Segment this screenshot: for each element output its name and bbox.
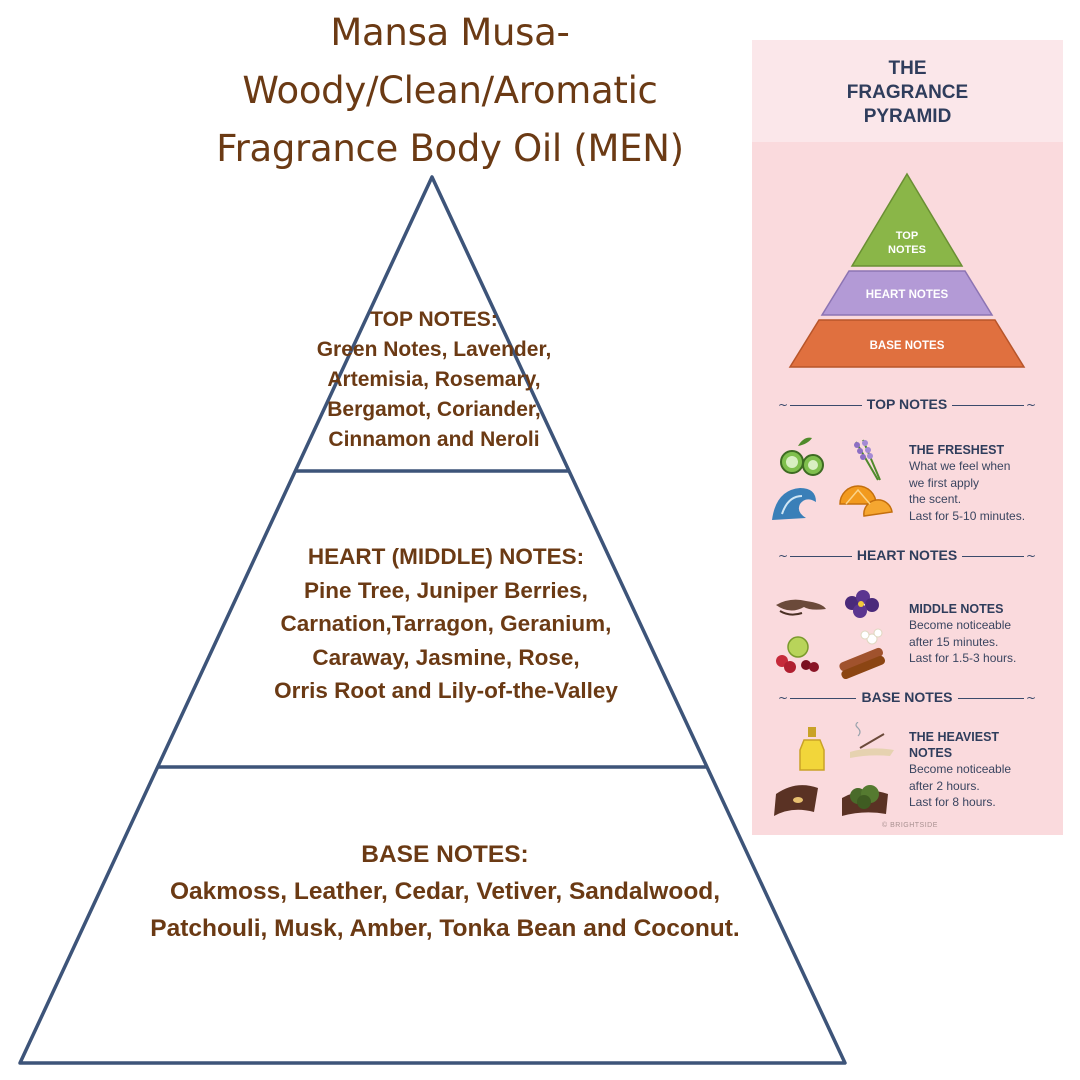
divider-heart-notes: ~ ~ HEART NOTES: [778, 547, 1036, 563]
title-line-2: Woody/Clean/Aromatic: [242, 69, 658, 112]
top-notes-tier: TOP NOTES: Green Notes, Lavender, Artemi…: [284, 305, 584, 455]
mini-pyramid-base-label: BASE NOTES: [870, 340, 945, 352]
credit-text: © BRIGHTSIDE: [882, 822, 938, 829]
infographic-header: [752, 40, 1063, 142]
curl-icon: ~: [1025, 549, 1036, 563]
mini-pyramid-top-label: NOTES: [888, 244, 926, 256]
violet-flower-icon: [845, 590, 879, 618]
base-notes-line: Oakmoss, Leather, Cedar, Vetiver, Sandal…: [169, 878, 721, 905]
title-line-1: Mansa Musa-: [330, 11, 570, 54]
heart-notes-description: MIDDLE NOTES Become noticeable after 15 …: [909, 602, 1017, 665]
base-notes-icons: [774, 722, 894, 816]
moss-icon: [842, 785, 888, 816]
base-notes-line: Patchouli, Musk, Amber, Tonka Bean and C…: [150, 915, 740, 942]
curl-icon: ~: [1025, 691, 1036, 705]
mini-pyramid-top-label: TOP: [896, 230, 918, 242]
top-notes-description: THE FRESHEST What we feel when we first …: [909, 443, 1026, 523]
divider-top-notes: ~ ~ TOP NOTES: [778, 396, 1036, 412]
curl-icon: ~: [778, 398, 789, 412]
curl-icon: ~: [778, 549, 789, 563]
orange-icon: [839, 485, 893, 517]
curl-icon: ~: [778, 691, 789, 705]
wave-icon: [772, 488, 816, 520]
title-line-3: Fragrance Body Oil (MEN): [216, 127, 684, 170]
cinnamon-icon: [839, 628, 885, 680]
mini-pyramid-heart-label: HEART NOTES: [866, 289, 949, 301]
fruit-icon: [776, 636, 819, 673]
incense-icon: [850, 722, 894, 758]
heart-notes-line: Pine Tree, Juniper Berries,: [304, 577, 588, 603]
mini-pyramid: TOP NOTES HEART NOTES BASE NOTES: [788, 172, 1026, 368]
top-notes-line: Green Notes, Lavender,: [316, 338, 552, 361]
heart-notes-line: Orris Root and Lily-of-the-Valley: [274, 678, 618, 703]
fragrance-pyramid-infographic: THE FRAGRANCE PYRAMID TOP NOTES HEART NO…: [752, 40, 1063, 835]
top-notes-line: Bergamot, Coriander,: [327, 398, 541, 421]
mini-pyramid-heart: [820, 270, 994, 316]
root-icon: [776, 599, 826, 616]
top-notes-icons: [772, 437, 893, 520]
mini-pyramid-base: [788, 319, 1026, 368]
base-notes-heading: BASE NOTES:: [361, 841, 529, 868]
heart-notes-icons: [776, 590, 885, 680]
pyramid-outline: [18, 175, 847, 1065]
base-notes-tier: BASE NOTES: Oakmoss, Leather, Cedar, Vet…: [60, 836, 830, 947]
divider-base-notes: ~ ~ BASE NOTES: [778, 689, 1036, 705]
cucumber-icon: [780, 437, 824, 476]
heart-notes-tier: HEART (MIDDLE) NOTES: Pine Tree, Juniper…: [196, 540, 696, 708]
wood-bark-icon: [774, 785, 818, 816]
oil-bottle-icon: [799, 727, 825, 771]
lavender-icon: [854, 439, 881, 481]
heart-notes-heading: HEART (MIDDLE) NOTES:: [307, 544, 585, 569]
top-notes-heading: TOP NOTES:: [370, 308, 498, 331]
heart-notes-line: Carnation,Tarragon, Geranium,: [280, 611, 612, 636]
top-notes-line: Artemisia, Rosemary,: [327, 368, 541, 391]
base-notes-description: THE HEAVIEST NOTES Become noticeable aft…: [909, 730, 1012, 809]
heart-notes-line: Caraway, Jasmine, Rose,: [312, 644, 580, 670]
top-notes-line: Cinnamon and Neroli: [328, 428, 540, 451]
mini-pyramid-top: [850, 172, 964, 267]
infographic-title: THE FRAGRANCE PYRAMID: [846, 58, 969, 127]
product-title: Mansa Musa- Woody/Clean/Aromatic Fragran…: [60, 4, 840, 178]
curl-icon: ~: [1025, 398, 1036, 412]
